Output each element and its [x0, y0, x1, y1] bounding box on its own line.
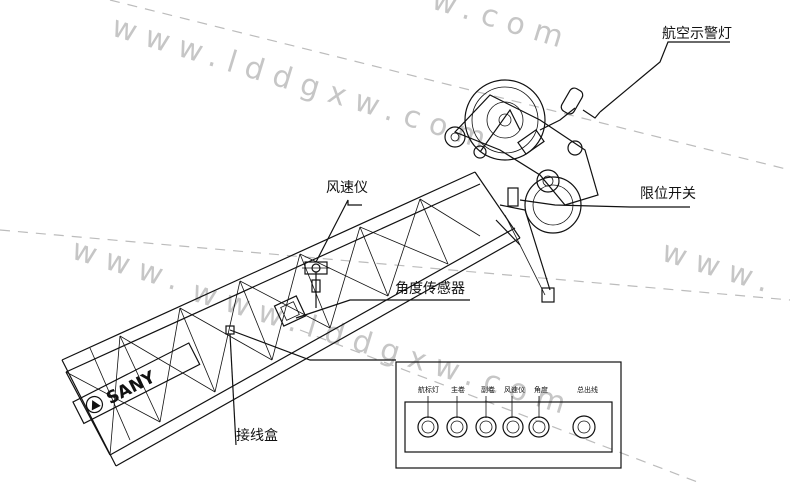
- leader-limit-switch: [519, 199, 690, 208]
- cable-gland: [446, 416, 468, 438]
- head-side-plate: [453, 94, 599, 206]
- leader-lines: [229, 41, 730, 446]
- cable-gland: [502, 416, 524, 438]
- port-label: 总出线: [577, 385, 598, 394]
- label-junction-box: 接线盒: [236, 427, 278, 444]
- port-label: 主卷: [451, 385, 465, 394]
- sany-logo-plate: SANY: [72, 342, 201, 425]
- leader-angle-sensor: [295, 299, 470, 319]
- lattice-bracing: [65, 198, 481, 456]
- boom-bottom-chord: [109, 227, 516, 456]
- watermark-text: www.: [68, 232, 193, 301]
- junction-box-plate: [404, 401, 613, 453]
- watermark-text: www.lddgxw.com: [108, 9, 500, 159]
- limit-switch-weight: [541, 287, 555, 303]
- angle-sensor-body: [273, 295, 307, 327]
- limit-switch-body: [507, 187, 519, 207]
- port-label: 航标灯: [418, 385, 439, 394]
- warning-light-lamp: [560, 87, 584, 115]
- port-label: 风速仪: [504, 386, 525, 394]
- leader-junction-box: [229, 333, 237, 446]
- upper-sheave: [464, 79, 546, 161]
- cable-gland: [528, 416, 550, 438]
- watermark-dash-line: [0, 229, 790, 301]
- pin-left: [444, 126, 466, 148]
- port-label: 副卷: [481, 385, 495, 394]
- label-angle-sensor: 角度传感器: [395, 280, 465, 297]
- limit-switch-arm: [499, 204, 551, 291]
- leader-anemometer: [315, 199, 362, 263]
- label-aviation-warning-light: 航空示警灯: [662, 26, 732, 42]
- boom-top-chord-inner: [65, 183, 481, 373]
- cable-gland: [475, 416, 497, 438]
- watermark-text: w.com: [428, 0, 577, 58]
- boom-head-assembly: [444, 79, 601, 303]
- junction-box-outline: [395, 361, 622, 469]
- junction-box-detail: 航标灯 主卷 副卷 风速仪 角度 总出线: [395, 361, 622, 469]
- sany-logo-icon: [85, 395, 104, 414]
- port-label: 角度: [534, 385, 548, 394]
- label-anemometer: 风速仪: [326, 180, 368, 196]
- leader-warning-light: [599, 41, 730, 113]
- boom-head-edge: [474, 171, 521, 239]
- leader-junction-detail: [229, 329, 396, 361]
- boom-end-edge-inner: [65, 371, 111, 456]
- cable-gland: [417, 416, 439, 438]
- cable-gland-main-output: [572, 415, 596, 439]
- angle-sensor-assembly: [273, 295, 307, 327]
- lower-sheave: [524, 176, 582, 234]
- boom-bottom-chord-inner: [115, 237, 521, 467]
- watermark-dash-line: [109, 0, 790, 171]
- label-limit-switch: 限位开关: [640, 186, 696, 202]
- pin-right: [567, 140, 583, 156]
- watermark-text: www.: [658, 234, 783, 303]
- boom-top-chord: [61, 171, 476, 361]
- sany-logo-mark: [91, 400, 101, 411]
- pin-center: [536, 169, 560, 193]
- warning-light-housing: [517, 129, 545, 155]
